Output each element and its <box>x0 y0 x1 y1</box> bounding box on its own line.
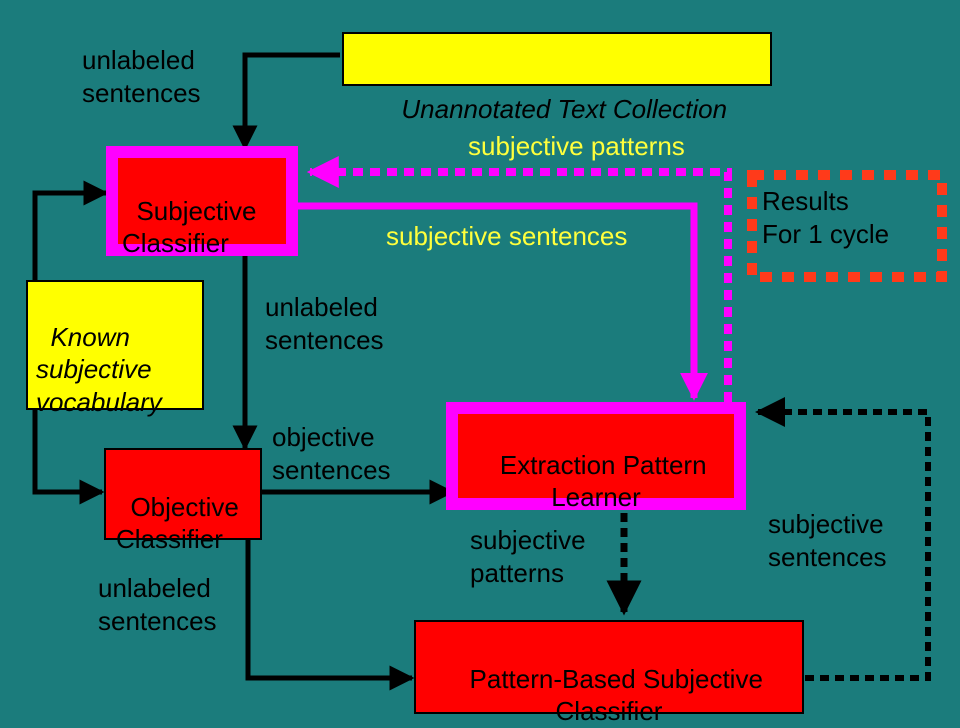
label-subjective-patterns-bottom: subjective patterns <box>470 525 586 588</box>
pattern-based-classifier-box: Pattern-Based Subjective Classifier <box>414 620 804 726</box>
arrow-vocab-to-subjective <box>32 180 109 280</box>
arrow-objective-to-pattern-classifier <box>245 540 415 691</box>
objective-classifier-box: Objective Classifier <box>104 448 262 554</box>
label-unlabeled-sentences-bottom: unlabeled sentences <box>98 573 217 636</box>
results-label: Results For 1 cycle <box>762 186 890 249</box>
unannotated-text-collection-box: Unannotated Text Collection <box>342 32 772 124</box>
extraction-learner-box: Extraction Pattern Learner <box>458 414 734 512</box>
subjective-classifier-box: Subjective Classifier <box>118 158 286 258</box>
extraction-learner-label: Extraction Pattern Learner <box>499 449 707 513</box>
subjective-classifier-label: Subjective Classifier <box>122 195 257 259</box>
arrow-vocab-to-objective <box>32 410 105 505</box>
label-unlabeled-sentences-mid: unlabeled sentences <box>265 292 384 355</box>
arrow-subjective-to-learner <box>296 202 708 401</box>
objective-classifier-label: Objective Classifier <box>116 491 239 555</box>
label-subjective-patterns-top: subjective patterns <box>468 131 685 161</box>
label-subjective-sentences-right: subjective sentences <box>768 509 887 572</box>
arrow-unannotated-to-subjective <box>232 52 340 151</box>
results-frame <box>747 170 947 282</box>
label-objective-sentences: objective sentences <box>272 422 391 485</box>
known-vocabulary-box: Known subjective vocabulary <box>26 280 204 417</box>
known-vocabulary-label: Known subjective vocabulary <box>36 321 162 417</box>
label-unlabeled-sentences-top: unlabeled sentences <box>82 45 201 108</box>
arrow-learner-to-subjective <box>306 156 732 402</box>
arrow-pattern-classifier-to-learner <box>755 397 931 681</box>
label-subjective-sentences-top: subjective sentences <box>386 221 628 251</box>
unannotated-text-collection-label: Unannotated Text Collection <box>401 94 728 124</box>
